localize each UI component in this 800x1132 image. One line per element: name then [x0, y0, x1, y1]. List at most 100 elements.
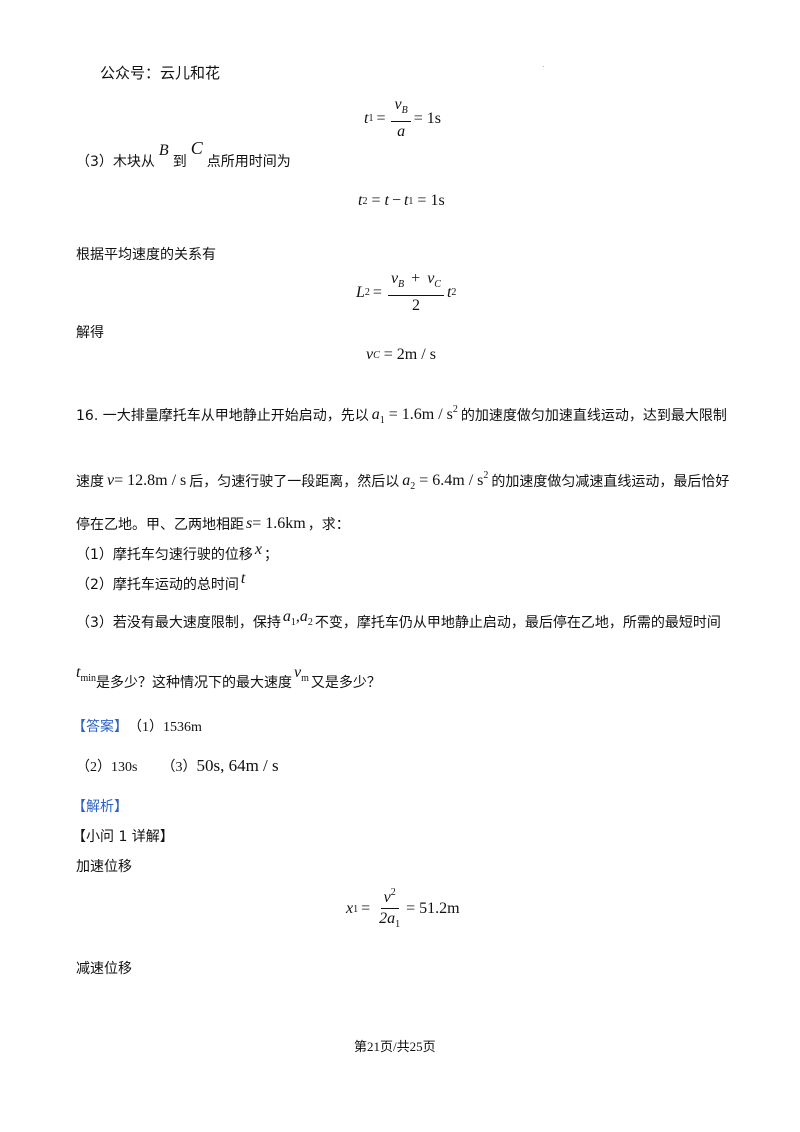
equals: = [371, 192, 381, 209]
answer-3-value: 50s, 64m / s [196, 756, 279, 775]
fraction-v2-over-2a1: v2 2a1 [376, 884, 403, 934]
result-1s: = 1s [417, 192, 445, 209]
step3-line: （3）木块从 B 到 C 点所用时间为 [76, 138, 291, 171]
sub-c: C [434, 279, 441, 290]
analysis-label: 【解析】 [72, 799, 128, 815]
var-v: v [366, 346, 374, 363]
q16-text: 后，匀速行驶了一段距离，然后以 [189, 474, 400, 490]
sub-2: 2 [451, 287, 457, 298]
step3-to: 到 [172, 153, 187, 170]
var-v: v [390, 270, 399, 287]
q16-sub1: （1）摩托车匀速行驶的位移 x ； [76, 541, 279, 564]
text-decel-displacement: 减速位移 [76, 961, 132, 977]
point-b: B [158, 141, 169, 159]
sub3-text: （3）若没有最大速度限制，保持 [76, 615, 281, 631]
comma: , [295, 608, 300, 625]
q16-text: 的加速度做匀加速直线运动，达到最大限制 [460, 408, 727, 424]
sup-2: 2 [452, 404, 458, 415]
var-t: t [364, 109, 369, 127]
var-t: t [446, 283, 452, 301]
var-v: v [427, 270, 435, 287]
sub3-text: 又是多少？ [310, 675, 381, 691]
page-number: 第21页/共25页 [354, 1039, 436, 1054]
sub3-text: 是多少？这种情况下的最大速度 [96, 675, 293, 691]
var-x: x [346, 900, 354, 917]
sub3-text: 不变，摩托车仍从甲地静止启动，最后停在乙地，所需的最短时间 [314, 615, 721, 631]
sub-2: 2 [410, 481, 416, 492]
fraction-vb-over-a: vB a [391, 96, 411, 141]
s-value: = 1.6km [252, 515, 306, 532]
result-1s: = 1s [413, 109, 441, 127]
var-v: v [107, 472, 115, 489]
equals: = [361, 900, 371, 917]
sub-1: 1 [290, 617, 296, 628]
q16-line2: 速度 v= 12.8m / s 后，匀速行驶了一段距离，然后以 a2 = 6.4… [76, 470, 729, 492]
q16-line3: 停在乙地。甲、乙两地相距 s= 1.6km ，求： [76, 514, 350, 534]
v-value: = 12.8m / s [114, 472, 187, 489]
denominator-2a: 2a [379, 910, 396, 927]
q16-text: 的加速度做匀减速直线运动，最后恰好 [491, 474, 730, 490]
sub-c: C [373, 349, 380, 361]
watermark-text: 公众号：云儿和花 [100, 64, 221, 82]
var-a: a [299, 608, 308, 625]
q16-sub3-line2: tmin 是多少？这种情况下的最大速度 vm 又是多少？ [76, 664, 381, 692]
q16-text: 16. 一大排量摩托车从甲地静止开始启动，先以 [76, 408, 369, 424]
sub-1: 1 [368, 113, 374, 124]
sub-question-detail-label: 【小问 1 详解】 [72, 829, 174, 845]
q16-text: ，求： [307, 517, 350, 533]
result-51-2m: = 51.2m [406, 900, 460, 917]
var-v: v [394, 96, 402, 113]
q16-sub3-line1: （3）若没有最大速度限制，保持 a1,a2 不变，摩托车仍从甲地静止启动，最后停… [76, 608, 721, 632]
var-s: s [246, 515, 253, 532]
sub-1: 1 [395, 919, 401, 930]
answer-3-label: （3） [161, 760, 197, 775]
q16-text: 速度 [76, 474, 104, 490]
plus: + [411, 270, 421, 287]
var-a: a [371, 406, 380, 423]
sub-2: 2 [362, 195, 368, 207]
sub-m: m [301, 673, 309, 684]
minus: − [391, 192, 401, 209]
var-v: v [294, 664, 302, 681]
var-a: a [402, 472, 411, 489]
q16-line1: 16. 一大排量摩托车从甲地静止开始启动，先以 a1 = 1.6m / s2 的… [76, 404, 727, 426]
sub-b: B [398, 279, 405, 290]
sub-2: 2 [307, 617, 313, 628]
stray-dot: . [542, 60, 545, 69]
answer-line1: 【答案】 （1）1536m [72, 716, 202, 736]
sub2-text: （2）摩托车运动的总时间 [76, 577, 239, 593]
sup-2: 2 [390, 887, 396, 898]
a2-value: = 6.4m / s [419, 472, 484, 489]
sub1-text: （1）摩托车匀速行驶的位移 [76, 547, 253, 563]
step3-prefix: （3）木块从 [76, 153, 155, 170]
var-a: a [397, 123, 406, 140]
q16-sub2: （2）摩托车运动的总时间 t [76, 570, 247, 594]
sub-1: 1 [353, 903, 359, 915]
fraction-vb-plus-vc-over-2: vB + vC 2 [387, 270, 444, 315]
var-v: v [383, 889, 391, 906]
var-t: t [240, 570, 246, 587]
text-accel-displacement: 加速位移 [76, 859, 132, 875]
sub-1: 1 [379, 415, 385, 426]
sup-2: 2 [483, 470, 489, 481]
var-t: t [384, 192, 389, 209]
sub-b: B [401, 105, 408, 116]
var-t: t [403, 192, 409, 209]
point-c: C [190, 138, 203, 158]
var-a: a [282, 608, 291, 625]
var-t: t [76, 664, 81, 681]
text-solve: 解得 [76, 325, 104, 341]
sub-min: min [80, 673, 97, 684]
var-l: L [356, 283, 365, 301]
sub-1: 1 [408, 195, 414, 207]
step3-suffix: 点所用时间为 [206, 153, 291, 170]
text-average-velocity: 根据平均速度的关系有 [76, 247, 216, 263]
sub1-end: ； [264, 547, 279, 563]
answer-1: （1）1536m [128, 720, 202, 735]
var-t: t [358, 192, 363, 209]
